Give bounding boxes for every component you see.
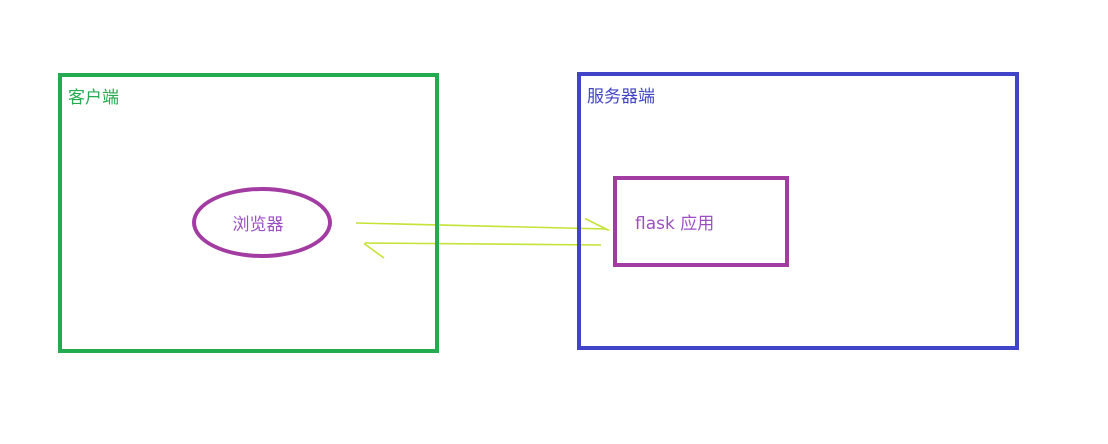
request-arrowhead	[584, 217, 610, 232]
request-arrow	[355, 217, 610, 232]
browser-node: 浏览器	[192, 187, 332, 258]
response-arrow	[363, 242, 602, 259]
response-arrowhead	[363, 242, 385, 259]
server-box: 服务器端	[577, 72, 1019, 350]
flask-app-node-label: flask 应用	[635, 214, 715, 234]
flask-app-node: flask 应用	[613, 176, 789, 267]
client-box: 客户端	[58, 73, 439, 353]
browser-node-label: 浏览器	[232, 215, 284, 235]
client-box-label: 客户端	[68, 88, 119, 108]
server-box-label: 服务器端	[587, 87, 655, 107]
